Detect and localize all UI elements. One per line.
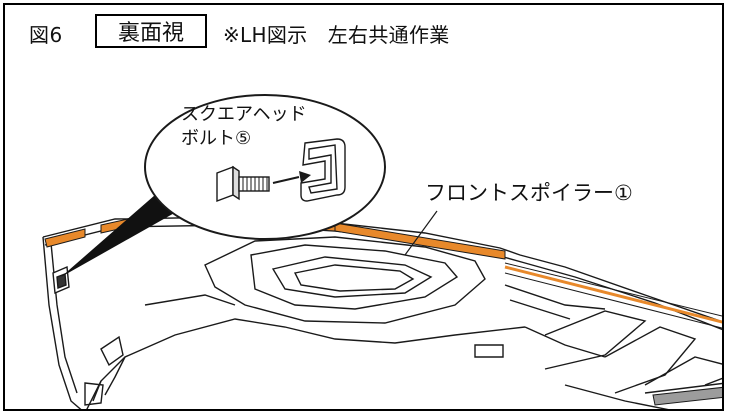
figure-number: 図6 — [29, 23, 63, 47]
view-label: 裏面視 — [117, 21, 184, 46]
square-head-bolt-icon — [216, 165, 270, 203]
zoom-circle — [144, 94, 386, 240]
figure-note: ※LH図示 左右共通作業 — [223, 23, 450, 47]
bottom-right-strip — [652, 386, 722, 406]
spoiler-body — [42, 216, 722, 409]
spoiler-diagram — [42, 94, 722, 409]
right-edge-trim — [504, 262, 722, 329]
figure-frame: 図6 裏面視 ※LH図示 左右共通作業 — [3, 3, 724, 411]
spoiler-leader-line — [404, 210, 438, 256]
arrow-right-icon — [272, 171, 311, 184]
spoiler-callout: フロントスポイラー① — [425, 181, 633, 205]
figure-header: 図6 裏面視 ※LH図示 左右共通作業 — [5, 5, 722, 65]
zoom-wedge — [61, 195, 185, 277]
view-label-box: 裏面視 — [95, 14, 207, 48]
slot-icon — [300, 138, 346, 202]
bolt-callout-line1: スクエアヘッド — [181, 104, 307, 125]
bolt-callout: スクエアヘッド ボルト⑤ — [181, 103, 307, 151]
left-bracket — [52, 265, 70, 295]
bolt-callout-line2: ボルト⑤ — [181, 128, 252, 149]
